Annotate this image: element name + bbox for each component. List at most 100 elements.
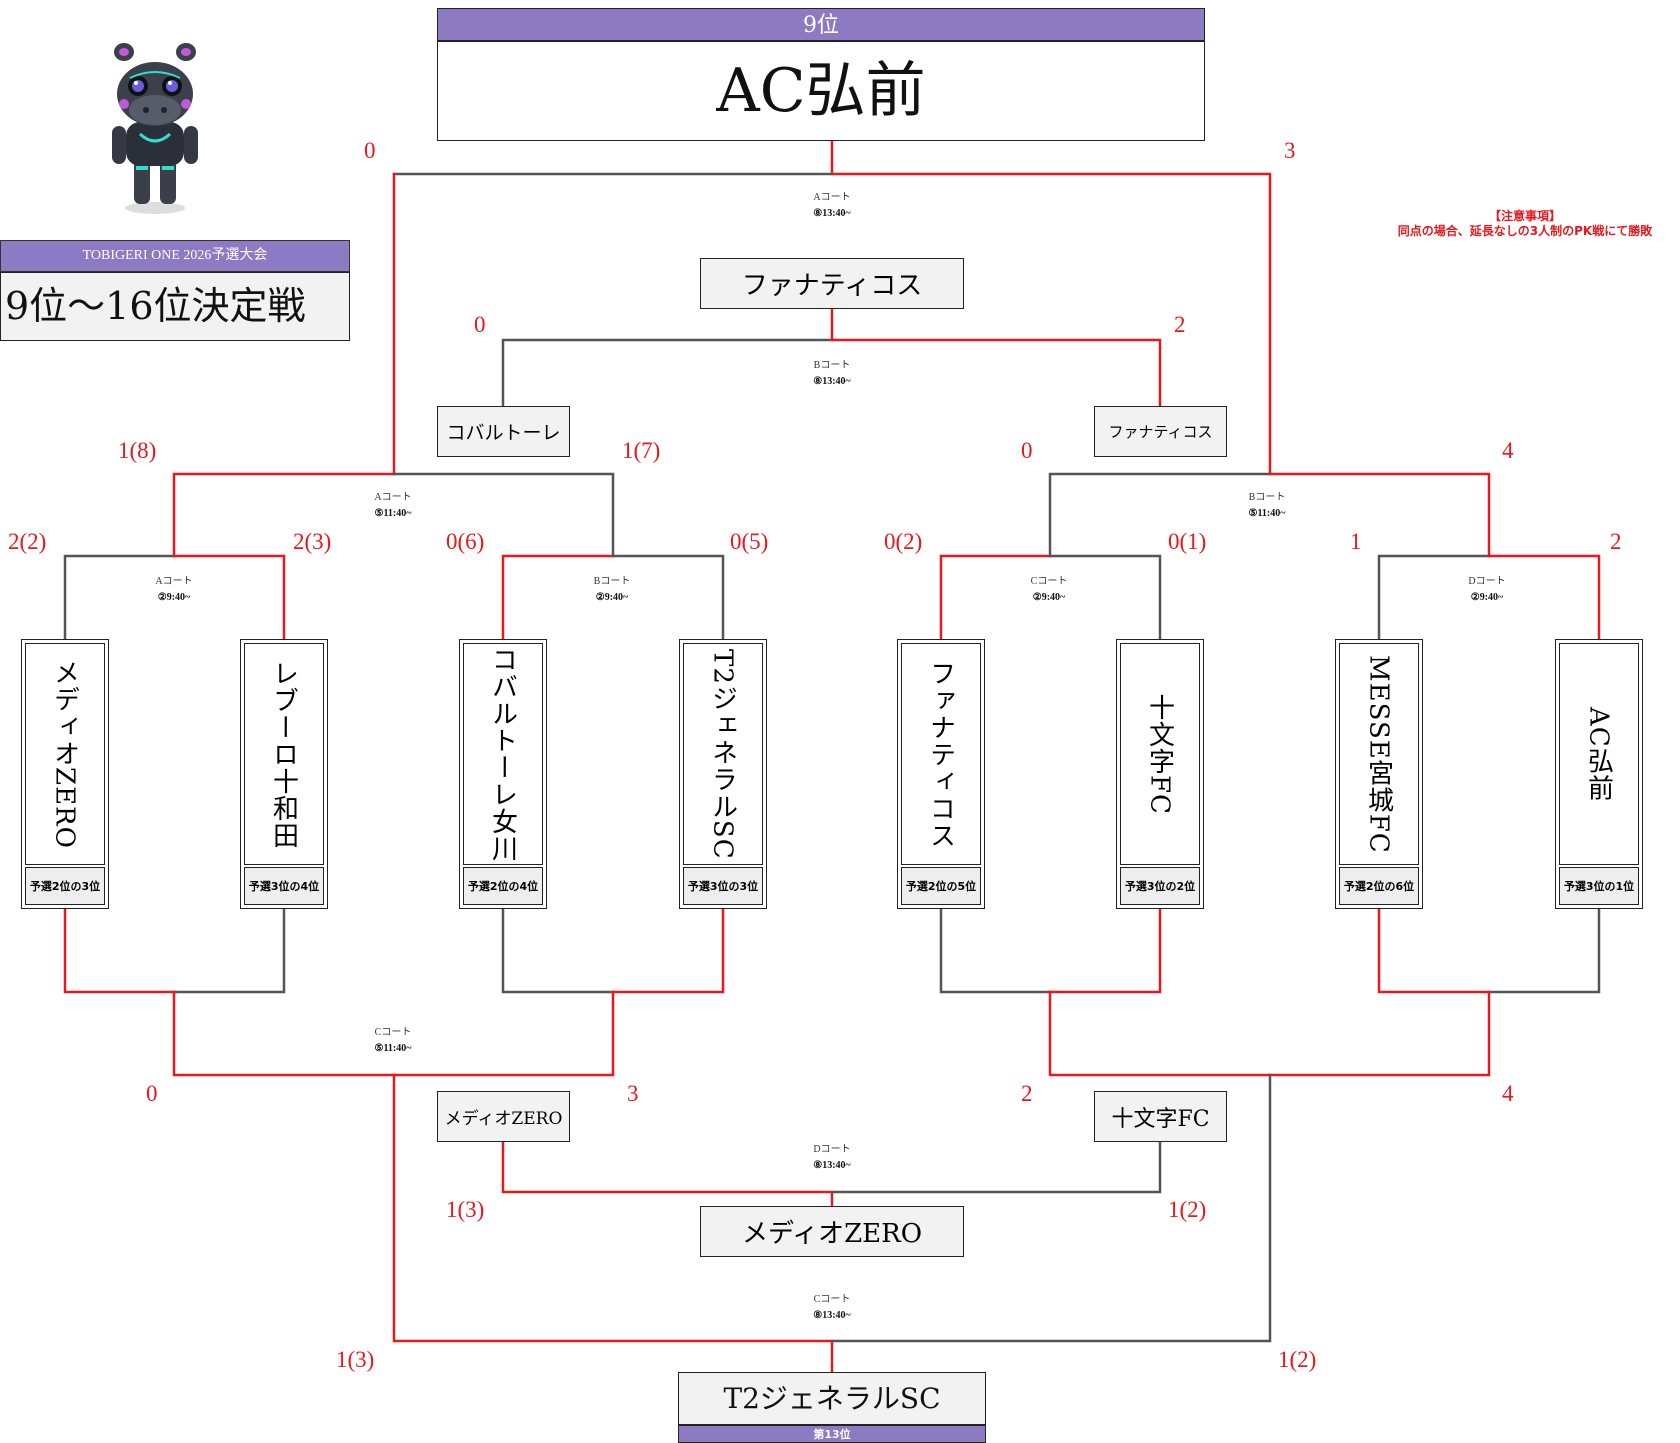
score: 1 bbox=[1350, 529, 1362, 554]
match-time: ⑧13:40~ bbox=[813, 208, 851, 219]
team-seed: 予選2位の4位 bbox=[463, 867, 543, 905]
score: 1(8) bbox=[118, 438, 157, 463]
lower-winners-winner: メディオZERO bbox=[700, 1206, 964, 1257]
court-label: Cコート ⑧13:40~ bbox=[792, 1292, 872, 1324]
line-final-upper-red bbox=[830, 139, 1272, 476]
team-seed: 予選2位の5位 bbox=[901, 867, 981, 905]
court-label: Dコート ⑧13:40~ bbox=[792, 1142, 872, 1174]
score: 0(5) bbox=[730, 529, 769, 554]
match-time: ⑤11:40~ bbox=[374, 508, 412, 519]
court-name: Cコート bbox=[813, 1294, 851, 1305]
score: 0 bbox=[1021, 438, 1033, 463]
court-name: Dコート bbox=[813, 1144, 851, 1155]
court-label: Aコート ⑧13:40~ bbox=[792, 190, 872, 222]
upper-losers-right: ファナティコス bbox=[1094, 406, 1227, 457]
score: 1(3) bbox=[336, 1347, 375, 1372]
line-upper-losers-red bbox=[830, 307, 1162, 408]
match-time: ②9:40~ bbox=[157, 592, 191, 603]
score: 4 bbox=[1502, 438, 1514, 463]
team-card: メディオZERO 予選2位の3位 bbox=[21, 639, 109, 909]
team-card: レブーロ十和田 予選3位の4位 bbox=[240, 639, 328, 909]
score: 0 bbox=[146, 1081, 158, 1106]
court-label: Dコート ②9:40~ bbox=[1447, 574, 1527, 606]
court-name: Dコート bbox=[1468, 576, 1506, 587]
match-time: ⑤11:40~ bbox=[1248, 508, 1286, 519]
court-label: Aコート ②9:40~ bbox=[134, 574, 214, 606]
hippo-robot-mascot bbox=[112, 43, 198, 214]
line-r1d-gray bbox=[1377, 554, 1491, 640]
team-name: メディオZERO bbox=[49, 659, 80, 849]
line-r2-upper-left-red bbox=[172, 472, 396, 558]
line-r1c-gray bbox=[1048, 554, 1162, 640]
team-card: MESSE宮城FC 予選2位の6位 bbox=[1335, 639, 1423, 909]
match-time: ②9:40~ bbox=[595, 592, 629, 603]
line-lr1a-gray bbox=[172, 907, 286, 994]
team-seed: 予選3位の3位 bbox=[683, 867, 763, 905]
team-card: コバルトーレ女川 予選2位の4位 bbox=[459, 639, 547, 909]
score: 2 bbox=[1610, 529, 1622, 554]
court-name: Cコート bbox=[374, 1027, 412, 1038]
upper-losers-left: コバルトーレ bbox=[437, 406, 570, 457]
score: 3 bbox=[627, 1081, 639, 1106]
court-name: Bコート bbox=[1248, 492, 1286, 503]
score: 4 bbox=[1502, 1081, 1514, 1106]
line-r1b-gray bbox=[611, 554, 725, 640]
team-name: コバルトーレ女川 bbox=[487, 646, 518, 862]
score: 3 bbox=[1284, 138, 1296, 163]
team-card: T2ジェネラルSC 予選3位の3位 bbox=[679, 639, 767, 909]
court-name: Aコート bbox=[374, 492, 412, 503]
team-card: AC弘前 予選3位の1位 bbox=[1555, 639, 1643, 909]
line-r2-upper-right-red bbox=[1268, 472, 1491, 558]
team-seed: 予選3位の2位 bbox=[1120, 867, 1200, 905]
line-r1a-gray bbox=[63, 554, 176, 640]
court-label: Cコート ⑤11:40~ bbox=[353, 1025, 433, 1057]
line-lw-gray bbox=[830, 1140, 1162, 1194]
team-name: AC弘前 bbox=[1583, 706, 1614, 802]
court-label: Cコート ②9:40~ bbox=[1009, 574, 1089, 606]
line-lr2-left-red2 bbox=[392, 990, 615, 1077]
line-lr1c-gray bbox=[939, 907, 1052, 994]
line-lr2-right-red bbox=[1048, 990, 1272, 1077]
court-name: Aコート bbox=[813, 192, 851, 203]
score: 0 bbox=[474, 312, 486, 337]
line-lr1b-red bbox=[611, 907, 725, 994]
court-name: Aコート bbox=[155, 576, 193, 587]
line-r1a-red bbox=[172, 554, 286, 640]
line-lw-red bbox=[501, 1140, 834, 1207]
line-r1c-red bbox=[939, 554, 1052, 640]
court-label: Bコート ⑧13:40~ bbox=[792, 358, 872, 390]
score: 1(7) bbox=[622, 438, 661, 463]
line-lr1b-gray bbox=[501, 907, 615, 994]
court-name: Cコート bbox=[1030, 576, 1068, 587]
score: 0(1) bbox=[1168, 529, 1207, 554]
bottom-winner: T2ジェネラルSC bbox=[678, 1372, 986, 1425]
line-lr1c-red bbox=[1048, 907, 1162, 994]
match-time: ⑧13:40~ bbox=[813, 1310, 851, 1321]
line-r1b-red bbox=[501, 554, 615, 640]
score: 0(2) bbox=[884, 529, 923, 554]
match-time: ②9:40~ bbox=[1032, 592, 1066, 603]
score: 2(3) bbox=[293, 529, 332, 554]
team-seed: 予選3位の1位 bbox=[1559, 867, 1639, 905]
team-name: レブーロ十和田 bbox=[268, 659, 299, 849]
notes-heading: 【注意事項】 bbox=[1488, 209, 1561, 223]
match-time: ⑧13:40~ bbox=[813, 1160, 851, 1171]
team-card: 十文字FC 予選3位の2位 bbox=[1116, 639, 1204, 909]
line-final-lower-red bbox=[392, 1073, 834, 1374]
line-final-lower-gray bbox=[830, 1073, 1272, 1343]
score: 2(2) bbox=[8, 529, 47, 554]
upper-losers-winner: ファナティコス bbox=[700, 258, 964, 309]
top-rank-label: 9位 bbox=[437, 8, 1205, 41]
court-name: Bコート bbox=[593, 576, 631, 587]
score: 2 bbox=[1021, 1081, 1033, 1106]
line-lr1d-gray bbox=[1487, 907, 1601, 994]
court-label: Bコート ⑤11:40~ bbox=[1227, 490, 1307, 522]
score: 0 bbox=[364, 138, 376, 163]
line-lr1a-red bbox=[63, 907, 176, 994]
line-r1d-red bbox=[1487, 554, 1601, 640]
line-upper-losers-gray bbox=[501, 338, 834, 408]
team-name: ファナティコス bbox=[925, 659, 956, 849]
team-card: ファナティコス 予選2位の5位 bbox=[897, 639, 985, 909]
bottom-rank-label: 第13位 bbox=[678, 1425, 986, 1443]
match-time: ⑤11:40~ bbox=[374, 1043, 412, 1054]
